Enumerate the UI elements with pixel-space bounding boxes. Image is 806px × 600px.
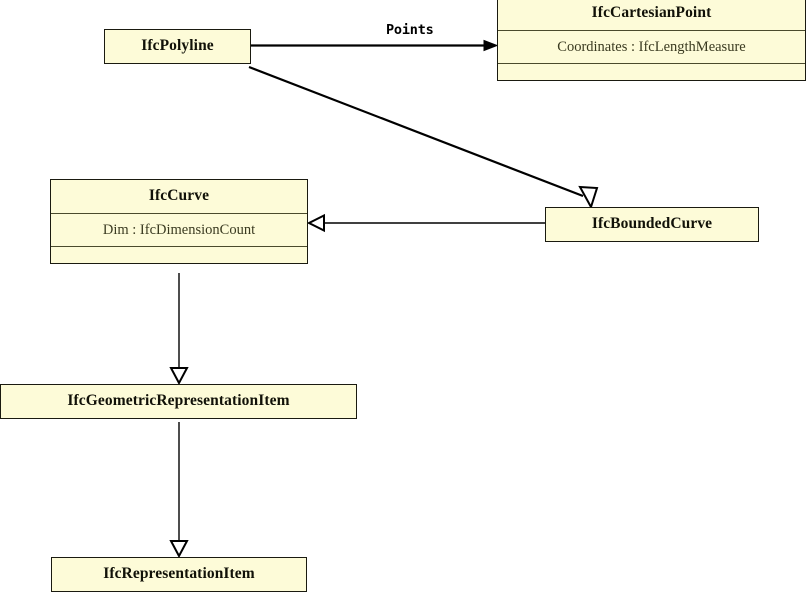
class-box-ifcboundedcurve[interactable]: IfcBoundedCurve [545,207,759,242]
edge-georepitem-repitem [169,422,189,559]
class-attribute-coordinates: Coordinates : IfcLengthMeasure [557,38,746,55]
compartment-separator [51,212,307,214]
class-title-ifccartesianpoint: IfcCartesianPoint [591,4,712,21]
class-title-ifccurve: IfcCurve [148,187,210,204]
edge-points [251,39,499,52]
class-box-ifccurve[interactable]: IfcCurve Dim : IfcDimensionCount [50,179,308,264]
edge-label-points: Points [386,22,434,38]
class-title-ifcgeometricrepresentationitem: IfcGeometricRepresentationItem [67,392,290,409]
class-operations-compartment [51,247,307,263]
class-title-ifcboundedcurve: IfcBoundedCurve [591,215,713,232]
class-box-ifcgeometricrepresentationitem[interactable]: IfcGeometricRepresentationItem [0,384,357,419]
edge-georepitem-repitem-arrowhead [169,540,189,559]
compartment-separator [498,29,805,31]
edge-points-arrowhead [483,39,499,52]
compartment-separator [51,246,307,247]
edge-boundedcurve-curve [306,213,545,233]
class-box-ifccartesianpoint[interactable]: IfcCartesianPoint Coordinates : IfcLengt… [497,0,806,81]
compartment-separator [498,63,805,64]
edge-curve-georepitem [169,273,189,386]
edge-curve-georepitem-arrowhead [169,367,189,386]
edge-boundedcurve-curve-arrowhead [306,213,325,233]
class-attribute-dim: Dim : IfcDimensionCount [102,221,256,238]
class-box-ifcpolyline[interactable]: IfcPolyline [104,29,251,64]
class-box-ifcrepresentationitem[interactable]: IfcRepresentationItem [51,557,307,592]
class-operations-compartment [498,64,805,80]
edge-polyline-boundedcurve-arrowhead [578,185,599,210]
edge-polyline-boundedcurve-line [248,65,584,198]
class-title-ifcpolyline: IfcPolyline [141,37,214,54]
class-title-ifcrepresentationitem: IfcRepresentationItem [103,565,255,582]
